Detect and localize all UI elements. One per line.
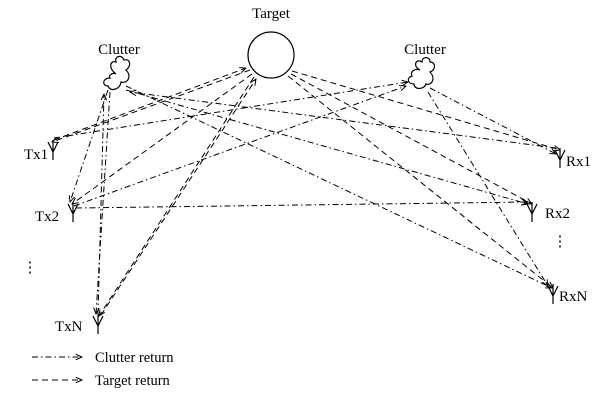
clutter-left-path-tx2 (70, 89, 109, 202)
clutter-left-path-txn (96, 91, 111, 314)
target-path-tx2 (72, 73, 253, 204)
clutter-right-blob (407, 56, 436, 90)
target-path-txn-a (99, 76, 255, 316)
rxn-label: RxN (559, 289, 588, 305)
rx-ellipsis: ⋮ (553, 234, 568, 250)
clutter-right-path-rxn (427, 91, 548, 286)
legend-target-label: Target return (95, 373, 171, 389)
tx-ellipsis: ⋮ (23, 260, 38, 276)
legend-clutter-label: Clutter return (95, 350, 174, 366)
target-path-rxn (287, 75, 553, 288)
rx2-antenna (526, 202, 538, 222)
target-path-rx2 (290, 73, 532, 204)
clutter-left-path-txn-in (97, 94, 104, 315)
target-label: Target (252, 6, 291, 22)
clutter-path-tx2-rx2 (75, 202, 528, 209)
clutter-left-label: Clutter (98, 42, 140, 58)
txn-label: TxN (55, 319, 83, 335)
clutter-return-paths (53, 82, 557, 315)
tx2-antenna (67, 202, 79, 222)
target-path-txn-b (100, 79, 256, 316)
target-circle (247, 31, 295, 79)
tx1-antenna (47, 140, 59, 160)
rxn-antenna (547, 284, 559, 304)
tx2-label: Tx2 (35, 209, 59, 225)
clutter-right-path-rx1 (429, 87, 556, 154)
clutter-left-path-rx1 (130, 92, 557, 149)
clutter-left-path-rxn (125, 85, 552, 288)
rx2-label: Rx2 (545, 206, 570, 222)
target-return-paths (52, 68, 560, 316)
legend: Clutter return Target return (32, 350, 174, 389)
rx1-antenna (554, 148, 566, 168)
clutter-right-path-tx2 (73, 86, 406, 207)
target-path-tx1-in (53, 68, 246, 141)
target-path-rx1 (291, 70, 560, 150)
clutter-right-label: Clutter (404, 42, 446, 58)
txn-antenna (92, 314, 104, 334)
rx1-label: Rx1 (566, 154, 591, 170)
target-path-tx1 (52, 69, 251, 142)
clutter-left-blob (103, 55, 131, 91)
tx1-label: Tx1 (24, 147, 48, 163)
clutter-left-path-rx2 (125, 89, 528, 204)
clutter-right-path-tx1 (53, 82, 408, 139)
